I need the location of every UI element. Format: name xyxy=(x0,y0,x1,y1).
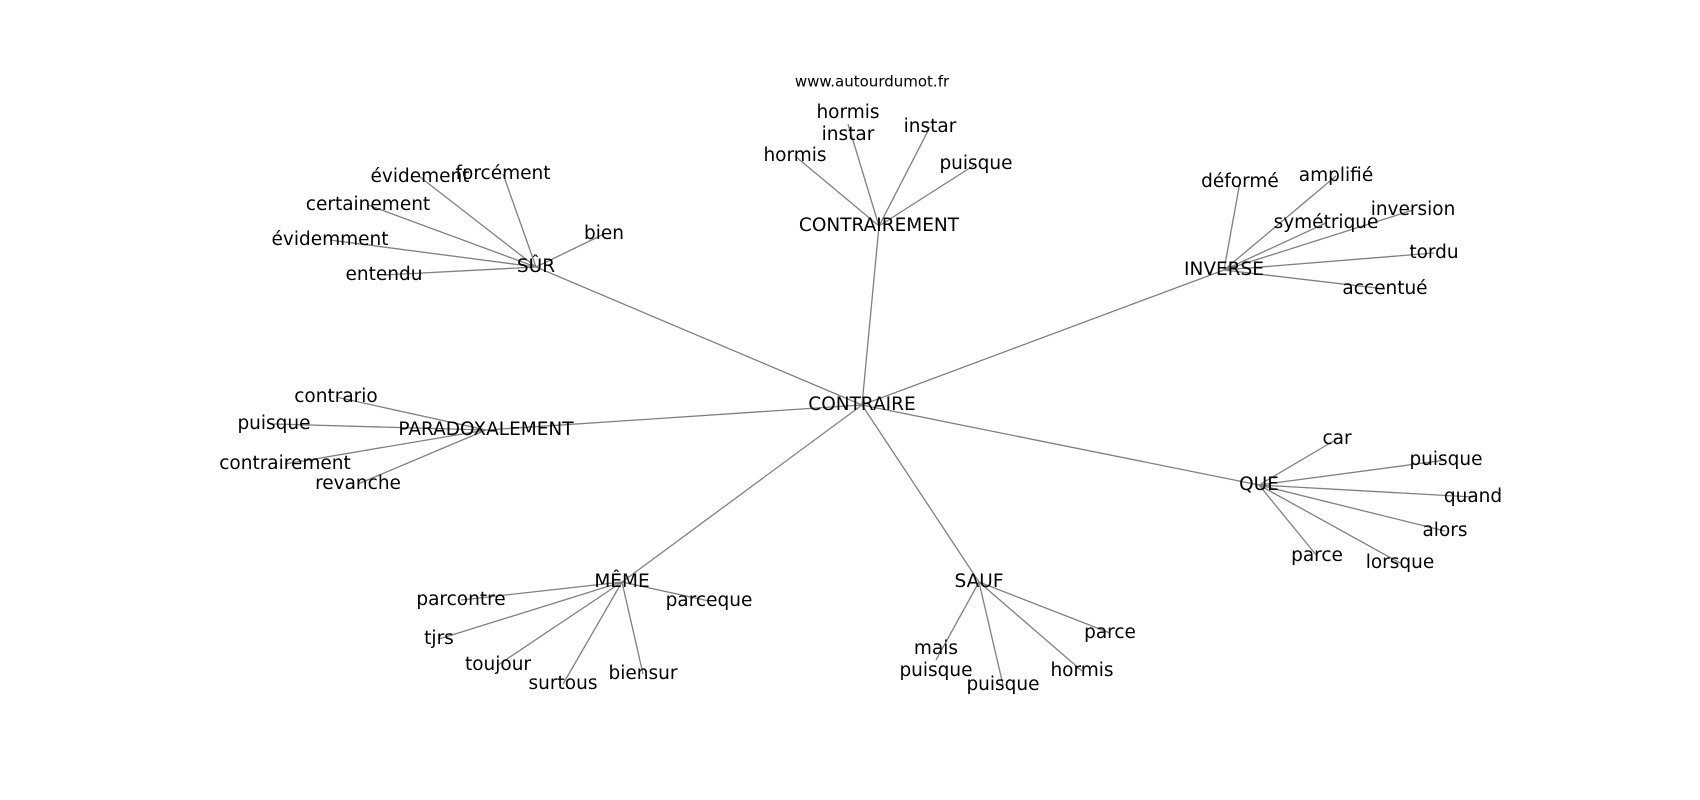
edge-paradoxalement-leaf-0 xyxy=(335,396,487,431)
edge-sauf-leaf-3 xyxy=(978,581,1083,672)
edge-sauf-leaf-2 xyxy=(978,581,1004,686)
leaf-node-sur-1: forcément xyxy=(456,163,551,184)
leaf-node-que-0: car xyxy=(1322,428,1352,449)
hub-node-contrairement: CONTRAIREMENT xyxy=(799,215,960,236)
edge-center-paradoxalement xyxy=(485,404,863,431)
edge-contrairement-leaf-0 xyxy=(847,123,880,227)
leaf-node-sur-4: évidemment xyxy=(272,229,389,250)
edge-que-leaf-1 xyxy=(1258,459,1447,486)
edge-contrairement-leaf-3 xyxy=(878,163,977,227)
edge-sur-leaf-3 xyxy=(535,233,605,268)
leaf-node-inverse-5: accentué xyxy=(1342,278,1427,299)
hub-node-que: QUE xyxy=(1239,474,1279,495)
leaf-node-sauf-2: puisque xyxy=(966,674,1039,695)
edge-que-leaf-5 xyxy=(1258,484,1401,564)
leaf-node-meme-3: toujour xyxy=(465,654,531,675)
edge-meme-leaf-0 xyxy=(460,581,623,601)
leaf-node-meme-1: parceque xyxy=(666,590,753,611)
leaf-node-meme-0: parcontre xyxy=(416,589,505,610)
leaf-node-inverse-0: déformé xyxy=(1201,171,1279,192)
edge-meme-leaf-1 xyxy=(621,581,710,602)
hub-node-meme: MÊME xyxy=(594,570,649,592)
leaf-node-inverse-4: tordu xyxy=(1409,242,1458,263)
leaf-node-sur-5: entendu xyxy=(346,264,423,285)
edge-inverse-leaf-2 xyxy=(1223,222,1327,271)
edge-inverse-leaf-0 xyxy=(1223,181,1241,271)
edge-que-leaf-3 xyxy=(1258,484,1446,532)
leaf-node-meme-5: biensur xyxy=(609,663,678,684)
edge-inverse-leaf-3 xyxy=(1223,209,1414,271)
edge-que-leaf-2 xyxy=(1258,484,1474,498)
edge-contrairement-leaf-1 xyxy=(878,126,931,227)
leaf-node-contrairement-1: instar xyxy=(904,116,957,137)
edge-meme-leaf-4 xyxy=(562,581,623,685)
edge-center-que xyxy=(861,404,1260,486)
edge-inverse-leaf-1 xyxy=(1223,175,1337,271)
edge-que-leaf-4 xyxy=(1258,484,1318,557)
hub-node-inverse: INVERSE xyxy=(1184,259,1264,280)
edge-sur-leaf-2 xyxy=(367,204,537,268)
edge-sauf-leaf-0 xyxy=(978,581,1111,634)
leaf-node-paradoxalement-2: contrairement xyxy=(219,453,351,474)
edge-center-contrairement xyxy=(861,225,880,406)
edge-sur-leaf-0 xyxy=(419,176,537,268)
edge-meme-leaf-3 xyxy=(497,581,623,666)
leaf-node-sur-2: certainement xyxy=(306,194,430,215)
leaf-node-paradoxalement-3: revanche xyxy=(315,473,401,494)
edge-sur-leaf-5 xyxy=(383,266,537,276)
edge-inverse-leaf-5 xyxy=(1223,269,1386,290)
edge-center-sauf xyxy=(861,404,980,583)
leaf-node-que-2: quand xyxy=(1444,486,1502,507)
edge-sur-leaf-1 xyxy=(502,173,537,268)
leaf-node-inverse-3: inversion xyxy=(1371,199,1456,220)
edge-sauf-leaf-1 xyxy=(935,581,980,661)
edge-contrairement-leaf-2 xyxy=(794,155,880,227)
leaf-node-inverse-1: amplifié xyxy=(1299,165,1373,186)
edge-center-inverse xyxy=(861,269,1225,406)
leaf-node-paradoxalement-1: puisque xyxy=(237,413,310,434)
edge-paradoxalement-leaf-3 xyxy=(357,429,487,485)
hub-node-paradoxalement: PARADOXALEMENT xyxy=(398,419,574,440)
edge-sur-leaf-4 xyxy=(329,239,537,268)
edge-paradoxalement-leaf-1 xyxy=(273,423,487,431)
leaf-node-que-3: alors xyxy=(1422,520,1467,541)
hub-node-sauf: SAUF xyxy=(955,571,1004,592)
leaf-node-contrairement-2: hormis xyxy=(763,145,826,166)
hub-node-sur: SÛR xyxy=(517,255,555,277)
leaf-node-que-4: parce xyxy=(1291,545,1343,566)
edge-que-leaf-0 xyxy=(1258,438,1338,486)
leaf-node-inverse-2: symétrique xyxy=(1274,212,1379,233)
leaf-node-sur-3: bien xyxy=(584,223,624,244)
leaf-node-sur-0: évidement xyxy=(371,166,470,187)
graph-labels: www.autourdumot.fr CONTRAIRE SÛR évidement… xyxy=(219,73,1502,696)
graph-edges xyxy=(273,123,1474,686)
edge-center-sur xyxy=(535,266,863,406)
leaf-node-meme-4: surtous xyxy=(529,673,598,694)
leaf-node-contrairement-3: puisque xyxy=(939,153,1012,174)
edge-inverse-leaf-4 xyxy=(1223,252,1435,271)
edge-meme-leaf-2 xyxy=(438,581,623,640)
leaf-node-sauf-3: hormis xyxy=(1050,660,1113,681)
center-node-label: CONTRAIRE xyxy=(808,394,915,415)
leaf-node-meme-2: tjrs xyxy=(424,628,454,649)
leaf-node-paradoxalement-0: contrario xyxy=(294,386,377,407)
leaf-node-sauf-0: parce xyxy=(1084,622,1136,643)
edge-meme-leaf-5 xyxy=(621,581,644,675)
leaf-node-que-1: puisque xyxy=(1409,449,1482,470)
edge-center-meme xyxy=(621,404,863,583)
leaf-node-que-5: lorsque xyxy=(1366,552,1435,573)
source-credit: www.autourdumot.fr xyxy=(795,73,950,91)
edge-paradoxalement-leaf-2 xyxy=(284,429,487,465)
